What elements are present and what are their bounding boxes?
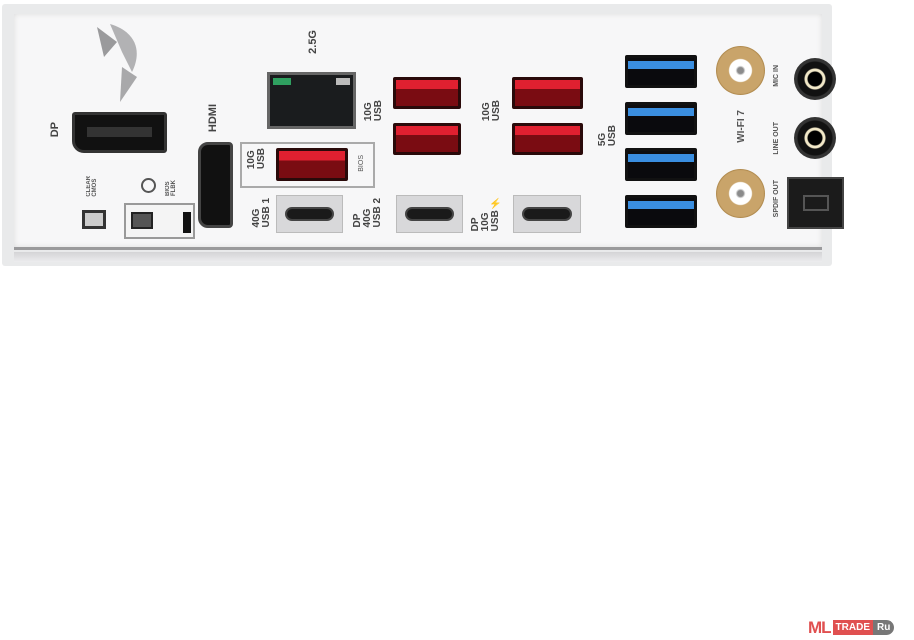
wifi-label: WI-FI 7 [736,110,747,143]
usb-c-port-2[interactable] [396,195,463,233]
lan-led-green [273,78,291,85]
usb-bios-label-2: USB [256,148,267,170]
wifi-antenna-connector[interactable] [716,46,765,95]
usb-10g-port[interactable] [393,123,461,155]
wifi-antenna-connector[interactable] [716,169,765,218]
flashback-icon [141,178,156,193]
usb-10g-port[interactable] [512,123,583,155]
watermark-ml: ML [808,617,832,637]
displayport-port[interactable] [72,112,167,153]
bios-flashback-area [124,203,195,239]
usb-c1-label-2: USB 1 [261,198,272,228]
bios-usb-port[interactable] [276,148,348,181]
rog-logo-icon [97,24,137,102]
clear-cmos-button[interactable] [82,210,106,229]
usb-5g-port[interactable] [625,148,697,181]
bios-led [183,212,191,233]
usb-10g-port[interactable] [512,77,583,109]
watermark-logo: ML TRADE Ru [808,618,911,637]
bios-usb-frame [240,142,375,188]
dp-label: DP [49,122,61,138]
usb-c-port-3[interactable] [513,195,581,233]
usb-c2-label-3: USB 2 [372,198,383,228]
bios-label: BIOS [358,155,365,172]
clear-cmos-label-2: CMOS [92,178,98,197]
line-out-label: LINE OUT [773,122,780,155]
usb-c3-label-3: USB⚡ [490,198,501,232]
lan-led [336,78,350,85]
spdif-out-label: SPDIF OUT [773,180,780,218]
bios-flbk-label-2: FLBK [171,180,177,196]
io-shield-rail [14,252,822,262]
lan-label: 2.5G [307,30,319,54]
bios-flashback-button[interactable] [131,212,153,229]
usb-5g-label-2: USB [607,125,618,147]
lan-port[interactable] [267,72,356,129]
usb-c-port-1[interactable] [276,195,343,233]
usb-10g-label-2: USB [491,100,502,122]
hdmi-port[interactable] [198,142,233,228]
watermark-trade: TRADE [832,620,873,635]
usb-5g-port[interactable] [625,55,697,88]
line-out-jack[interactable] [794,117,836,159]
hdmi-label: HDMI [207,104,219,133]
mic-in-label: MIC IN [773,65,780,87]
usb-10g-port[interactable] [393,77,461,109]
usb-5g-port[interactable] [625,102,697,135]
mic-in-jack[interactable] [794,58,836,100]
usb-5g-port[interactable] [625,195,697,228]
usb-10g-label-2: USB [373,100,384,122]
spdif-out-port[interactable] [787,177,844,229]
watermark-ru: Ru [873,620,895,635]
